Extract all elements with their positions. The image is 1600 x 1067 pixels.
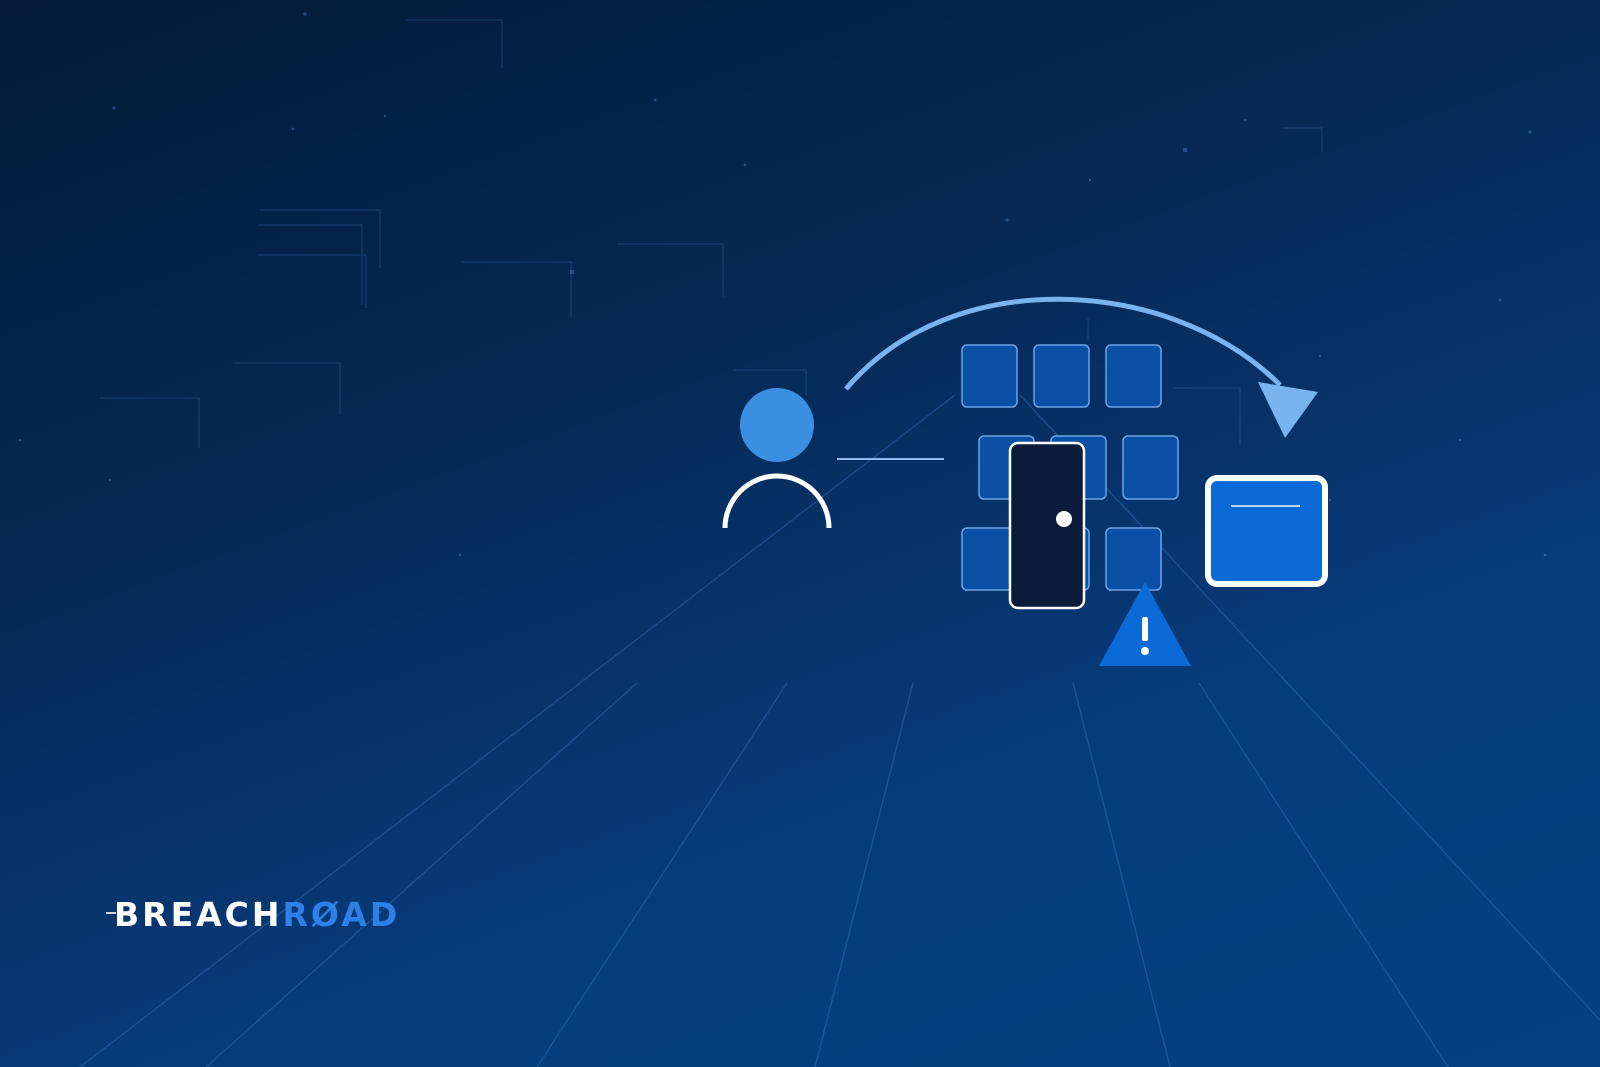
speed-lines-icon — [106, 912, 116, 914]
perspective-lines — [79, 394, 1600, 1067]
user-icon — [722, 388, 832, 529]
grid-sparkles — [570, 148, 1187, 274]
target-window — [1205, 475, 1328, 587]
tile — [1122, 435, 1179, 500]
star-dots — [18, 12, 1547, 557]
target-window-icon — [1205, 475, 1328, 587]
circuit-traces — [100, 19, 1323, 448]
arrow-arc — [844, 296, 1282, 391]
warning-mark — [1142, 617, 1148, 641]
user-shoulders — [722, 473, 832, 529]
brand-name-part-2: RØAD — [282, 895, 401, 934]
brand-logo: BREACHRØAD — [106, 895, 401, 934]
user-head — [740, 388, 814, 462]
tile — [1033, 344, 1090, 408]
tile — [1105, 527, 1162, 591]
warning-icon — [1099, 582, 1191, 666]
tile — [1105, 344, 1162, 408]
tile — [961, 344, 1018, 408]
brand-name-part-1: BREACH — [114, 895, 283, 934]
warning-dot — [1141, 647, 1149, 655]
door-icon — [1008, 441, 1086, 610]
door-panel — [1008, 441, 1086, 610]
arrow-head — [1258, 382, 1318, 438]
curved-arrow-icon — [844, 296, 1318, 438]
door-knob — [1056, 511, 1072, 527]
